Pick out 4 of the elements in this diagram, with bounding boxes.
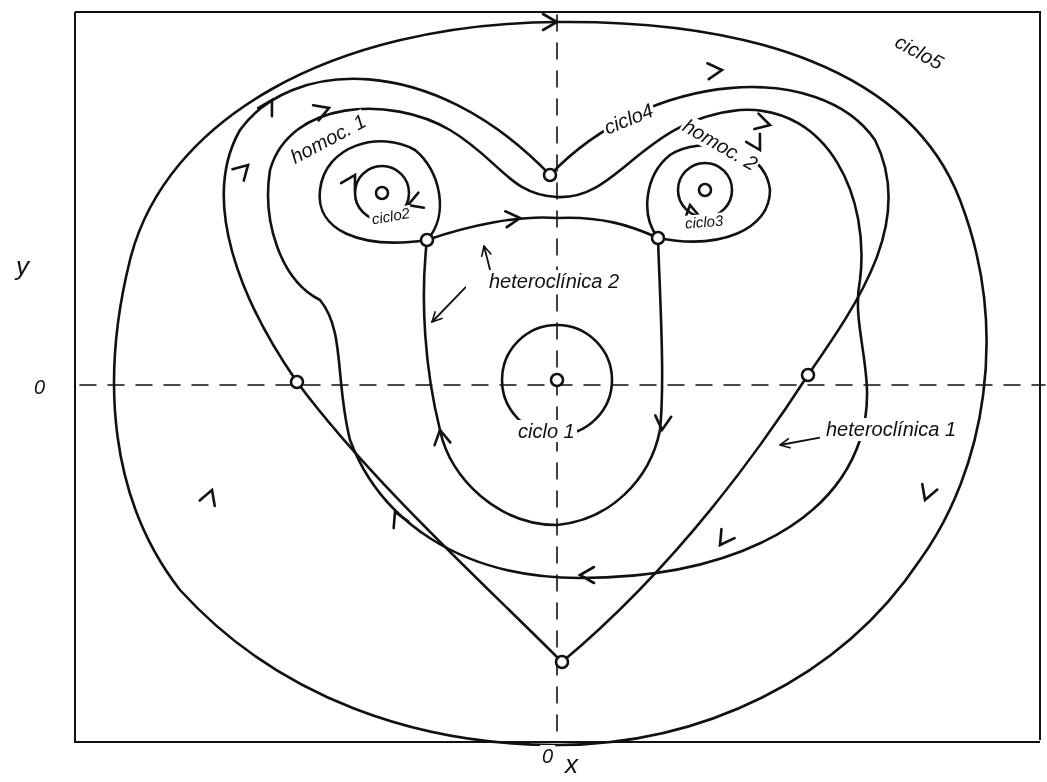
curve-label: ciclo 1 [516, 420, 577, 442]
leader-arrow [431, 285, 467, 323]
leader-arrow [779, 436, 821, 449]
leader-arrow [480, 245, 493, 271]
